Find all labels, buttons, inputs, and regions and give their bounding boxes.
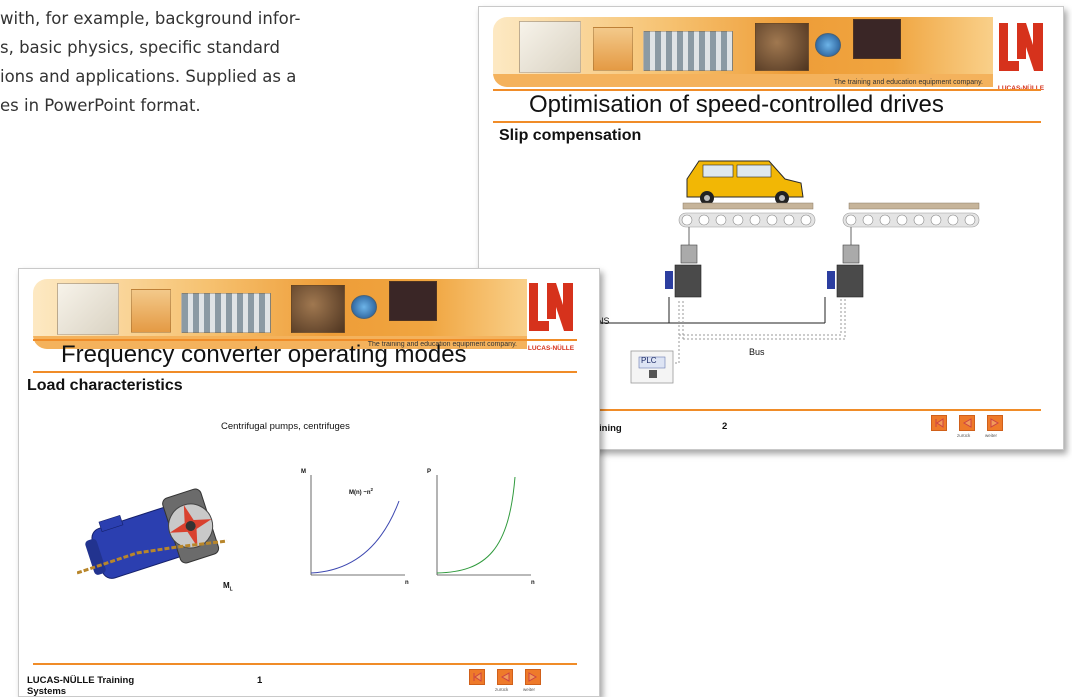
slide-subtitle: Slip compensation [499,127,642,144]
drive-unit-icon [665,227,702,298]
footer-label-line: Systems [27,686,67,697]
brand-tagline: The training and education equipment com… [367,341,517,348]
next-slide-button[interactable] [987,415,1003,431]
slip-compensation-diagram [479,160,980,384]
torque-curve-graph [310,475,405,576]
slide-frequency-converter: The training and education equipment com… [18,268,600,697]
graph-m-y-label: M [301,469,306,475]
previous-slide-button[interactable] [959,415,975,431]
footer-label: ining [599,423,622,434]
lucas-nuelle-logo: LUCAS-NÜLLE [528,283,574,352]
conveyor-belt [842,202,980,228]
intro-line: es in PowerPoint format. [0,96,201,115]
first-slide-button[interactable] [469,669,485,685]
intro-text: with, for example, background infor- s, … [0,4,420,120]
drive-unit-icon [827,227,864,298]
next-slide-button[interactable] [525,669,541,685]
torque-formula-exponent: 2 [370,487,374,492]
slide-title: Frequency converter operating modes [61,341,467,368]
slide-title: Optimisation of speed-controlled drives [529,91,944,118]
intro-line: with, for example, background infor- [0,9,301,28]
footer-label-line: LUCAS-NÜLLE Training [27,675,135,686]
graph-p-x-label: n [531,580,535,586]
page-number: 1 [257,675,263,686]
brand-tagline: The training and education equipment com… [833,79,983,86]
car-icon [686,160,804,205]
motor-label: ML [223,581,233,593]
previous-slide-button[interactable] [497,669,513,685]
pump-motor-icon [77,488,228,579]
slide-banner: The training and education equipment com… [33,279,527,349]
lucas-nuelle-logo: LUCAS-NÜLLE [998,23,1044,92]
load-caption: Centrifugal pumps, centrifuges [221,421,350,432]
torque-formula-text: M(n) ~n [349,490,371,496]
slide-subtitle: Load characteristics [27,377,183,394]
intro-line: s, basic physics, specific standard [0,38,280,57]
nav-caption-back: zurück [957,433,971,438]
logo-text: LUCAS-NÜLLE [527,345,575,352]
intro-line: ions and applications. Supplied as a [0,67,297,86]
plc-label: PLC [641,356,657,365]
graph-m-x-label: n [405,580,409,586]
torque-formula: M(n) ~n2 [349,487,373,496]
motor-label-sub: L [229,586,233,593]
first-slide-button[interactable] [931,415,947,431]
nav-caption-forward: weiter [523,687,536,692]
ns-label: NS [597,316,610,326]
nav-caption-forward: weiter [985,433,998,438]
footer-label: LUCAS-NÜLLE Training Systems [27,675,135,697]
bus-label: Bus [749,347,765,357]
nav-caption-back: zurück [495,687,509,692]
logo-text: LUCAS-NÜLLE [993,85,1049,92]
conveyor-belt [678,202,816,228]
graph-p-y-label: P [427,469,432,475]
motor-label-text: M [223,581,230,590]
page-number: 2 [722,421,728,432]
slide-banner: The training and education equipment com… [493,17,993,87]
power-curve-graph [436,475,531,576]
